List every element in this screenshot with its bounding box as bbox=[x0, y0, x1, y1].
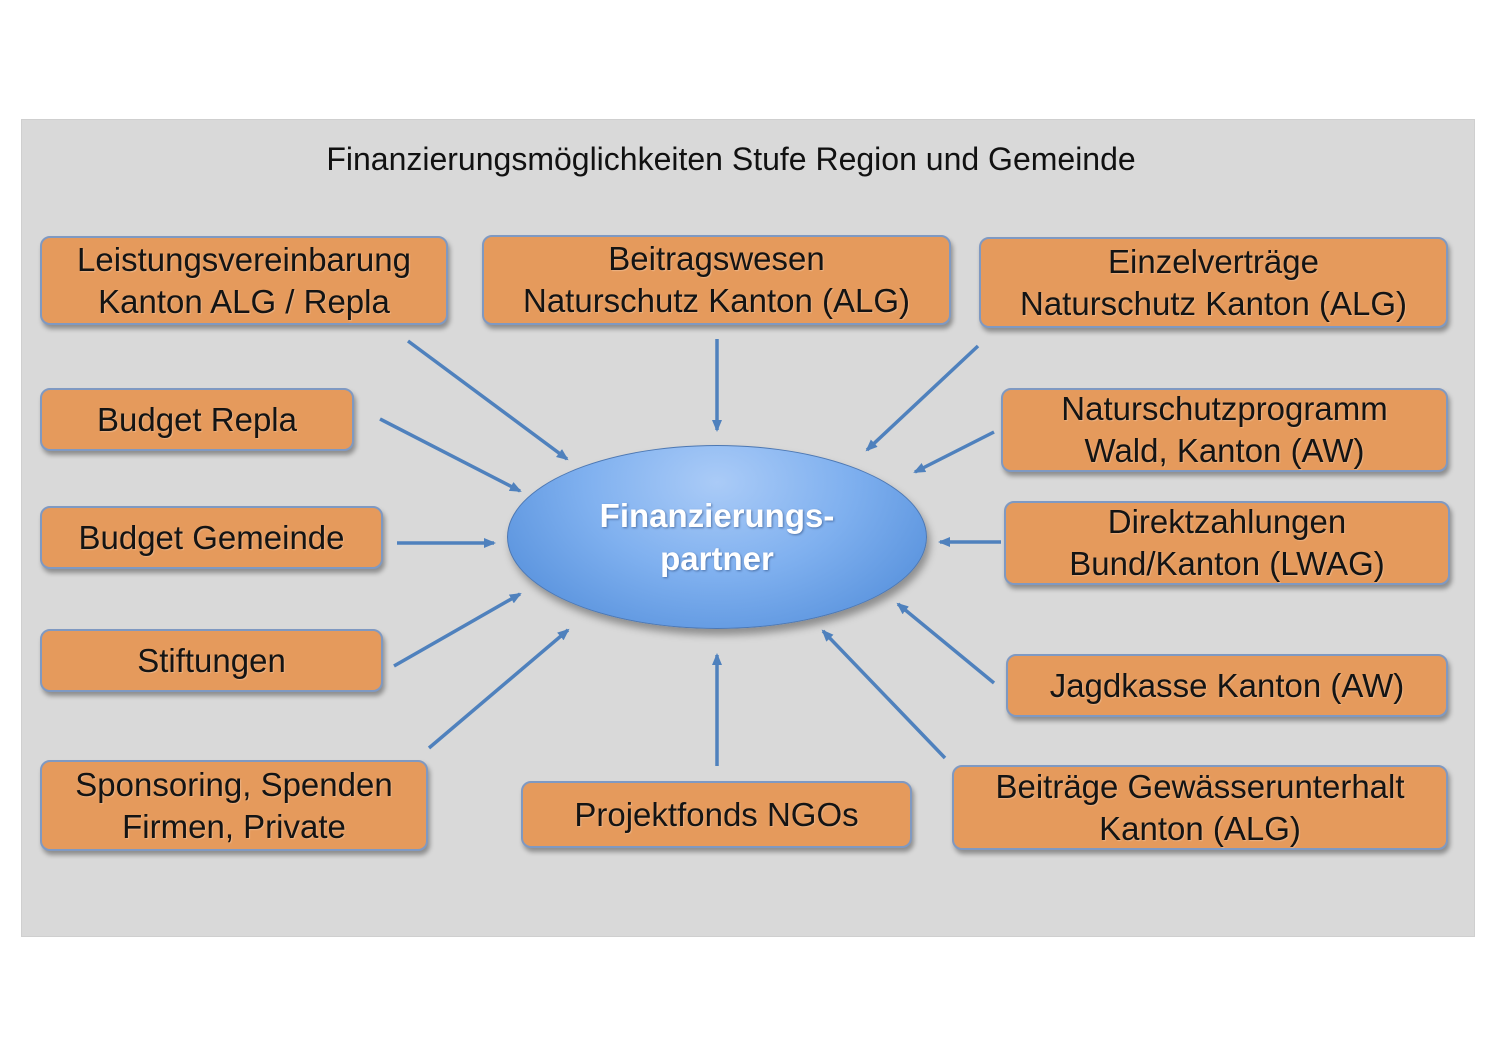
box-direktzahlungen: Direktzahlungen Bund/Kanton (LWAG) bbox=[1004, 501, 1450, 585]
box-label-line2: Firmen, Private bbox=[122, 807, 346, 845]
box-gewaesserunterhalt: Beiträge Gewässerunterhalt Kanton (ALG) bbox=[952, 765, 1448, 850]
diagram-title: Finanzierungsmöglichkeiten Stufe Region … bbox=[326, 141, 1136, 177]
box-label-line1: Jagdkasse Kanton (AW) bbox=[1049, 666, 1405, 704]
box-label-line1: Einzelverträge bbox=[1108, 242, 1319, 280]
hub-finanzierungspartner: Finanzierungs- partner bbox=[507, 445, 927, 629]
box-label-line1: Direktzahlungen bbox=[1107, 503, 1347, 540]
arrow-budget-repla bbox=[379, 417, 522, 493]
box-label-line1: Projektfonds NGOs bbox=[574, 795, 859, 833]
hub-label-line2: partner bbox=[660, 540, 774, 577]
box-projektfonds: Projektfonds NGOs bbox=[521, 781, 912, 848]
box-stiftungen: Stiftungen bbox=[40, 629, 383, 692]
box-naturschutzprogramm: Naturschutzprogramm Wald, Kanton (AW) bbox=[1001, 388, 1448, 472]
box-label-line1: Budget Repla bbox=[97, 400, 297, 438]
arrow-sponsoring bbox=[427, 628, 570, 750]
arrow-leistungsvereinbarung bbox=[406, 339, 569, 461]
box-label-line1: Naturschutzprogramm bbox=[1061, 390, 1388, 427]
box-label-line2: Bund/Kanton (LWAG) bbox=[1069, 545, 1385, 582]
arrow-stiftungen bbox=[393, 592, 522, 668]
box-jagdkasse: Jagdkasse Kanton (AW) bbox=[1006, 654, 1448, 717]
box-budget-gemeinde: Budget Gemeinde bbox=[40, 506, 383, 569]
box-label-line1: Leistungsvereinbarung bbox=[77, 240, 411, 278]
box-sponsoring: Sponsoring, Spenden Firmen, Private bbox=[40, 760, 428, 851]
box-label-line2: Naturschutz Kanton (ALG) bbox=[1019, 284, 1407, 322]
arrow-naturschutzprogramm bbox=[913, 430, 995, 474]
arrow-einzelvertraege bbox=[865, 344, 980, 452]
box-label-line1: Stiftungen bbox=[137, 641, 286, 679]
arrow-gewaesserunterhalt bbox=[821, 629, 947, 760]
box-leistungsvereinbarung: Leistungsvereinbarung Kanton ALG / Repla bbox=[40, 236, 448, 325]
box-budget-repla: Budget Repla bbox=[40, 388, 354, 451]
box-label-line2: Kanton (ALG) bbox=[1099, 809, 1301, 847]
hub-label-line1: Finanzierungs- bbox=[599, 497, 835, 534]
box-label-line1: Sponsoring, Spenden bbox=[75, 765, 393, 803]
box-beitragswesen: Beitragswesen Naturschutz Kanton (ALG) bbox=[482, 235, 951, 325]
box-label-line1: Beitragswesen bbox=[608, 240, 825, 277]
box-label-line2: Kanton ALG / Repla bbox=[98, 282, 390, 320]
box-label-line1: Beiträge Gewässerunterhalt bbox=[995, 767, 1405, 805]
arrow-jagdkasse bbox=[896, 602, 996, 685]
box-label-line2: Wald, Kanton (AW) bbox=[1084, 432, 1365, 469]
box-einzelvertraege: Einzelverträge Naturschutz Kanton (ALG) bbox=[979, 237, 1448, 328]
box-label-line1: Budget Gemeinde bbox=[78, 518, 345, 556]
box-label-line2: Naturschutz Kanton (ALG) bbox=[522, 282, 910, 319]
